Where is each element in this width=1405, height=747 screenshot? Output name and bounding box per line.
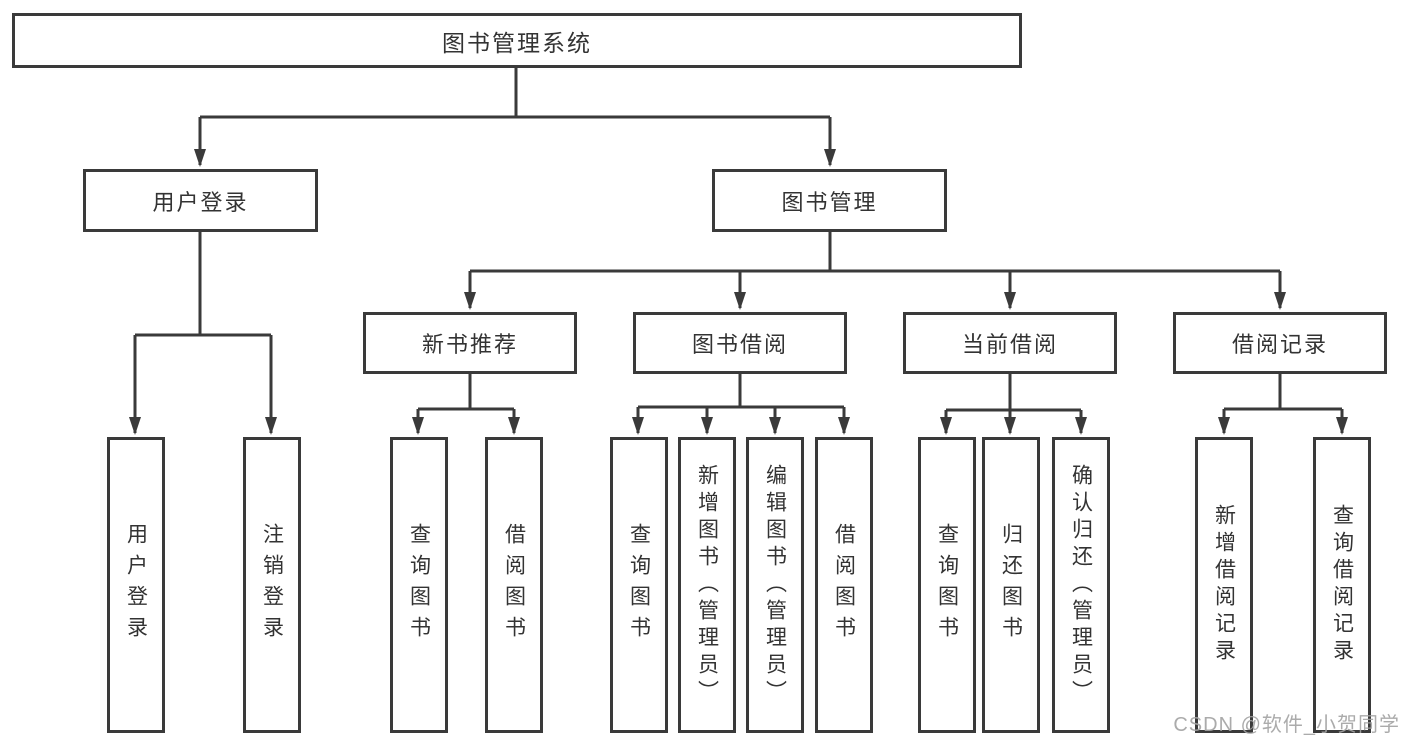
node-label: 当前借阅	[961, 332, 1058, 357]
leaf-label: 查询图书	[407, 523, 431, 647]
leaf-label: 归还图书	[999, 523, 1023, 647]
leaf-query-borrow-record: 查询借阅记录	[1313, 437, 1371, 733]
node-label: 图书借阅	[691, 332, 788, 357]
node-borrowing-records: 借阅记录	[1173, 312, 1387, 374]
leaf-label: 新增图书（管理员）	[695, 463, 719, 707]
leaf-add-books-admin: 新增图书（管理员）	[678, 437, 736, 733]
leaf-label: 查询图书	[935, 523, 959, 647]
node-book-borrowing: 图书借阅	[633, 312, 847, 374]
leaf-label: 确认归还（管理员）	[1069, 463, 1093, 707]
node-book-management-system: 图书管理系统	[12, 13, 1022, 68]
leaf-confirm-return-admin: 确认归还（管理员）	[1052, 437, 1110, 733]
leaf-label: 编辑图书（管理员）	[763, 463, 787, 707]
leaf-borrow-borrow-books: 借阅图书	[815, 437, 873, 733]
node-label: 图书管理系统	[442, 29, 592, 56]
node-label: 图书管理	[781, 189, 878, 215]
leaf-label: 查询图书	[627, 523, 651, 647]
leaf-user-login: 用户登录	[107, 437, 165, 733]
leaf-borrow-query-books: 查询图书	[610, 437, 668, 733]
leaf-label: 借阅图书	[832, 523, 856, 647]
leaf-label: 新增借阅记录	[1212, 504, 1236, 666]
leaf-current-query-books: 查询图书	[918, 437, 976, 733]
leaf-label: 用户登录	[124, 523, 148, 647]
node-new-book-recommendation: 新书推荐	[363, 312, 577, 374]
leaf-edit-books-admin: 编辑图书（管理员）	[746, 437, 804, 733]
node-user-login: 用户登录	[83, 169, 318, 232]
leaf-rec-borrow-books: 借阅图书	[485, 437, 543, 733]
leaf-logout: 注销登录	[243, 437, 301, 733]
node-book-management: 图书管理	[712, 169, 947, 232]
watermark: CSDN @软件_小贺同学	[1173, 714, 1400, 736]
leaf-label: 借阅图书	[502, 523, 526, 647]
leaf-return-books: 归还图书	[982, 437, 1040, 733]
node-current-borrowing: 当前借阅	[903, 312, 1117, 374]
leaf-label: 查询借阅记录	[1330, 504, 1354, 666]
leaf-label: 注销登录	[260, 523, 284, 647]
node-label: 借阅记录	[1231, 332, 1328, 357]
node-label: 用户登录	[152, 189, 249, 215]
node-label: 新书推荐	[421, 332, 518, 357]
leaf-add-borrow-record: 新增借阅记录	[1195, 437, 1253, 733]
leaf-rec-query-books: 查询图书	[390, 437, 448, 733]
